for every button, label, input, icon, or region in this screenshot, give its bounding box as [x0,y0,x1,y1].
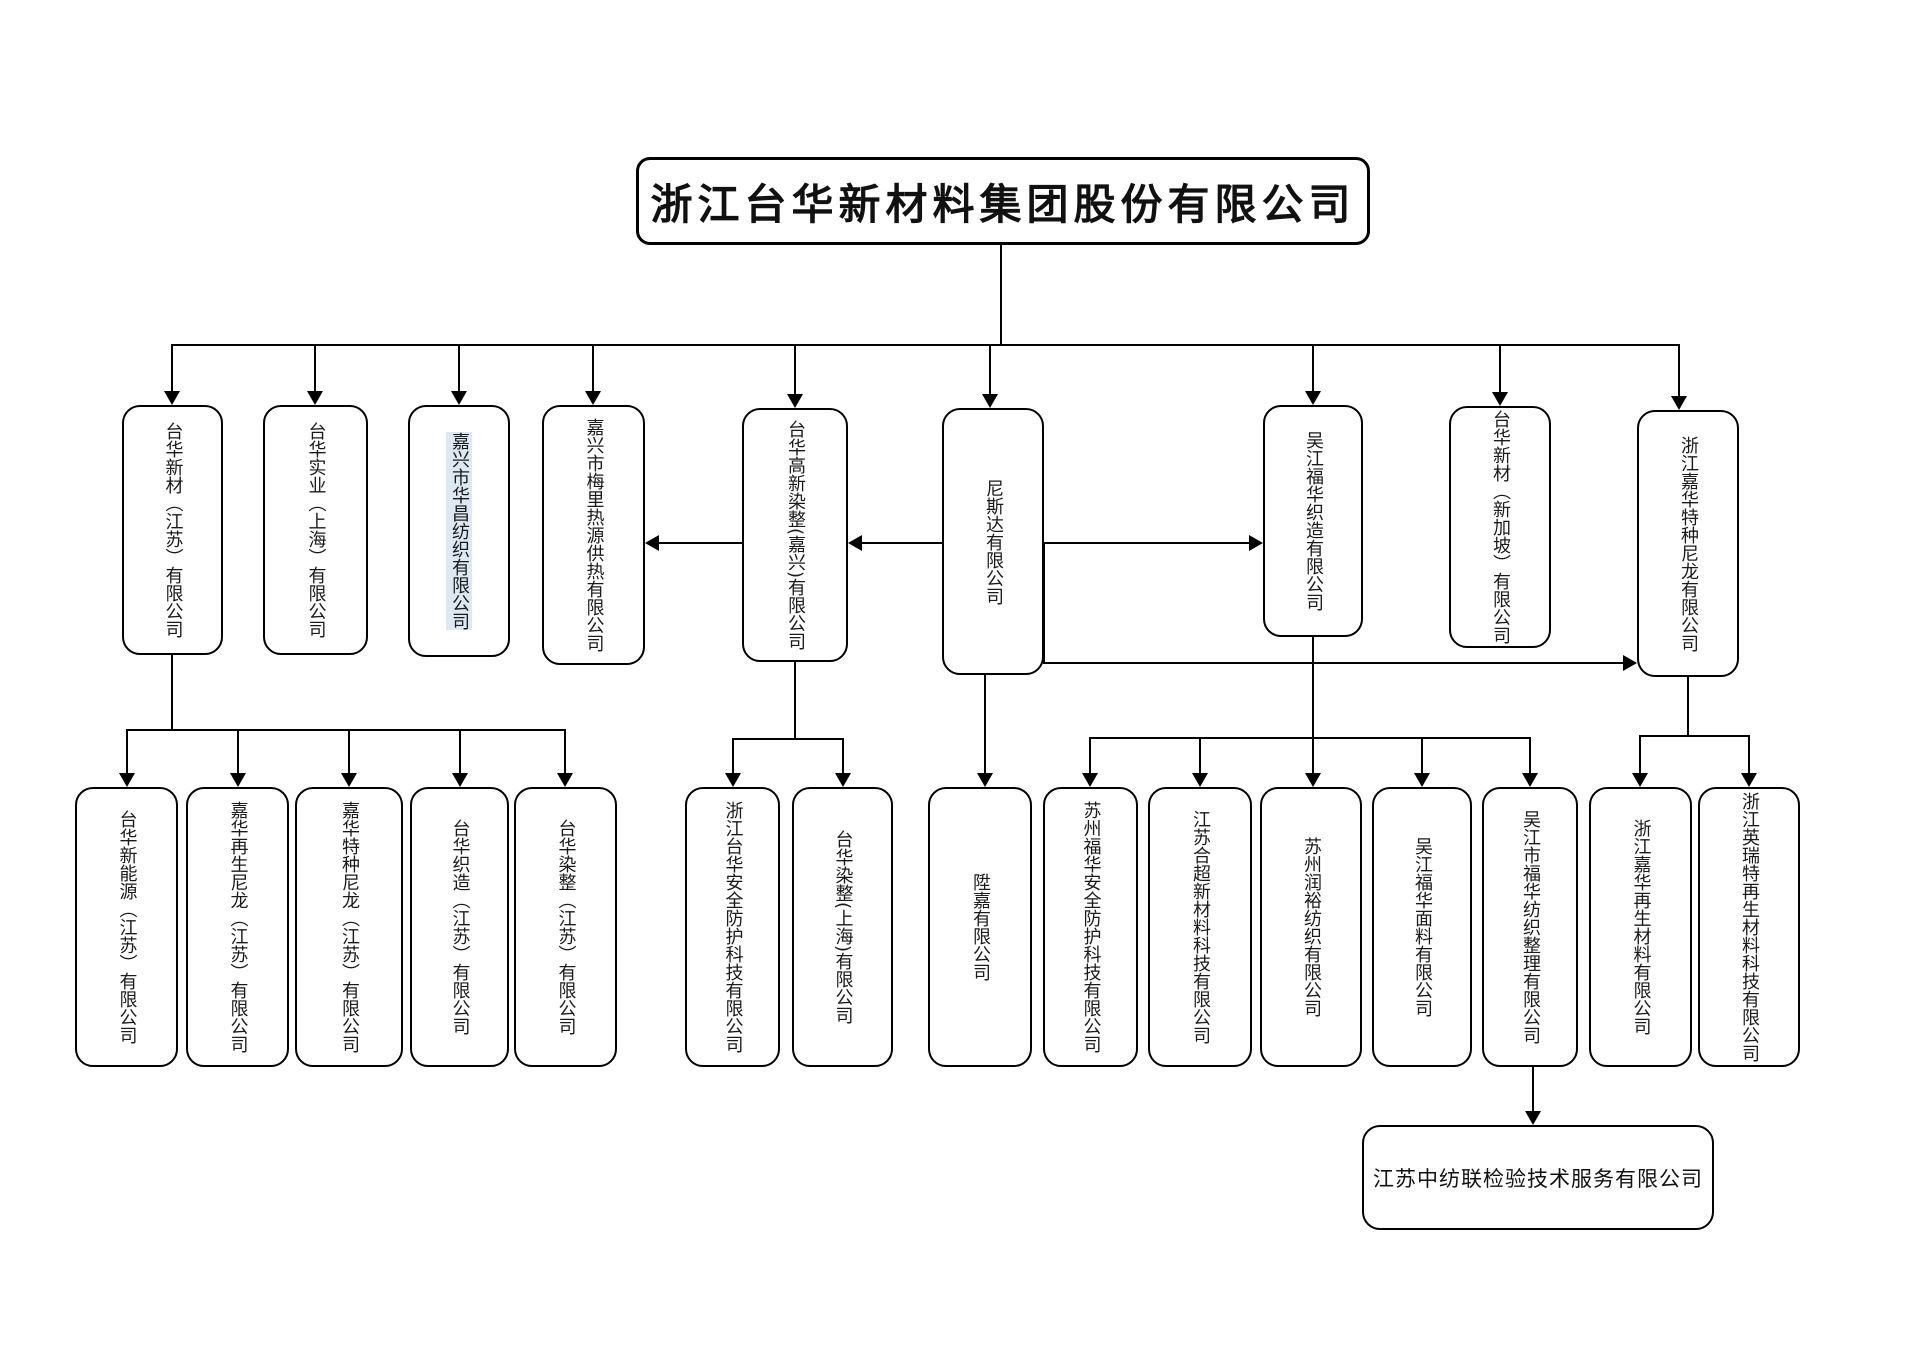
connector-vline [1199,737,1201,775]
arrowhead-down [835,773,851,787]
arrowhead-down [119,773,135,787]
org-node-wujiang-fuhua-fangzhi-zhengli: 吴江市福华纺织整理有限公司 [1482,787,1578,1067]
connector-hline [732,738,844,740]
org-node-taihua-shiye-shanghai: 台华实业（上海）有限公司 [263,405,368,655]
arrowhead-left [645,535,659,551]
arrowhead-down [341,773,357,787]
connector-vline [314,344,316,393]
connector-vline [1089,737,1091,775]
org-node-jiahua-tezhong-nilong-jiangsu: 嘉华特种尼龙（江苏）有限公司 [295,787,403,1067]
org-node-suzhou-fuhua-anquan-fanghu: 苏州福华安全防护科技有限公司 [1043,787,1138,1067]
org-node-jiangsu-zhongfanglian: 江苏中纺联检验技术服务有限公司 [1362,1125,1714,1230]
org-node-jiangsu-hechao: 江苏合超新材料科技有限公司 [1148,787,1252,1067]
connector-hline [860,542,942,544]
connector-vline [794,344,796,396]
arrowhead-down [1492,392,1508,406]
org-node-taihua-xinnengyuan: 台华新能源（江苏）有限公司 [75,787,178,1067]
connector-hline [657,542,742,544]
org-node-zhejiang-taihua-anquan-fanghu: 浙江台华安全防护科技有限公司 [685,787,780,1067]
connector-vline [171,655,173,731]
org-node-nisida: 尼斯达有限公司 [942,408,1044,675]
connector-vline [458,344,460,393]
arrowhead-down [307,391,323,405]
connector-vline [348,729,350,775]
connector-vline [1687,677,1689,737]
arrowhead-down [230,773,246,787]
connector-vline [794,662,796,740]
org-node-shengjia: 陞嘉有限公司 [928,787,1032,1067]
arrowhead-down [1192,773,1208,787]
arrowhead-down [452,773,468,787]
connector-vline [1748,735,1750,775]
org-root-node: 浙江台华新材料集团股份有限公司 [636,157,1370,245]
arrowhead-down [1741,773,1757,787]
connector-vline [732,738,734,775]
org-node-zhejiang-jiahua-zaisheng-cailiao: 浙江嘉华再生材料有限公司 [1589,787,1692,1067]
arrowhead-left [848,535,862,551]
connector-vline [1043,542,1045,663]
connector-vline [1499,344,1501,394]
org-node-wujiang-fuhua-zhizao: 吴江福华织造有限公司 [1263,405,1363,637]
connector-hline [171,344,1680,346]
arrowhead-down [1305,391,1321,405]
arrowhead-right [1249,535,1263,551]
arrowhead-down [1671,396,1687,410]
arrowhead-down [977,773,993,787]
connector-vline [237,729,239,775]
arrowhead-down [1305,773,1321,787]
arrowhead-down [787,394,803,408]
org-node-taihua-xincai-jiangsu: 台华新材（江苏）有限公司 [122,405,223,655]
connector-vline [1000,244,1002,346]
arrowhead-down [1414,773,1430,787]
arrowhead-down [585,391,601,405]
org-node-wujiang-fuhua-mianliao: 吴江福华面料有限公司 [1372,787,1472,1067]
connector-vline [1532,1067,1534,1113]
org-node-zhejiang-yingruite: 浙江英瑞特再生材料科技有限公司 [1698,787,1800,1067]
org-node-taihua-zhizao: 台华织造（江苏）有限公司 [410,787,509,1067]
arrowhead-right [1623,655,1637,671]
connector-vline [592,344,594,393]
arrowhead-down [1082,773,1098,787]
connector-vline [459,729,461,775]
connector-hline [1089,737,1531,739]
connector-hline [1043,662,1625,664]
connector-vline [989,344,991,396]
org-node-jiahua-zaisheng-nilong: 嘉华再生尼龙（江苏）有限公司 [186,787,289,1067]
arrowhead-down [451,391,467,405]
connector-vline [1312,737,1314,775]
connector-vline [1312,344,1314,393]
org-node-suzhou-runyu: 苏州润裕纺织有限公司 [1260,787,1362,1067]
arrowhead-down [982,394,998,408]
arrowhead-down [557,773,573,787]
org-node-taihua-ranzheng-jiangsu: 台华染整（江苏）有限公司 [514,787,617,1067]
org-node-taihua-gaoxin-ranzheng: 台华高新染整(嘉兴)有限公司 [742,408,848,662]
arrowhead-down [1632,773,1648,787]
arrowhead-down [164,391,180,405]
org-node-jiaxing-meili: 嘉兴市梅里热源供热有限公司 [542,405,645,665]
org-node-jiaxing-huachang: 嘉兴市华昌纺织有限公司 [408,405,510,657]
connector-vline [1421,737,1423,775]
org-node-taihua-xincai-singapore: 台华新材（新加坡）有限公司 [1449,406,1551,648]
connector-vline [126,729,128,775]
arrowhead-down [1525,1111,1541,1125]
connector-hline [1639,735,1750,737]
arrowhead-down [1522,773,1538,787]
connector-vline [564,729,566,775]
connector-vline [842,738,844,775]
connector-vline [1639,735,1641,775]
org-root-label: 浙江台华新材料集团股份有限公司 [650,179,1356,229]
arrowhead-down [725,773,741,787]
org-node-zhejiang-jiahua-tezhong-nilong: 浙江嘉华特种尼龙有限公司 [1637,410,1739,677]
connector-vline [1312,637,1314,739]
connector-vline [1678,344,1680,398]
connector-vline [1529,737,1531,775]
connector-hline [126,729,566,731]
connector-hline [1044,542,1251,544]
connector-vline [171,344,173,393]
org-node-taihua-ranzheng-shanghai: 台华染整(上海)有限公司 [792,787,893,1067]
connector-vline [984,675,986,775]
